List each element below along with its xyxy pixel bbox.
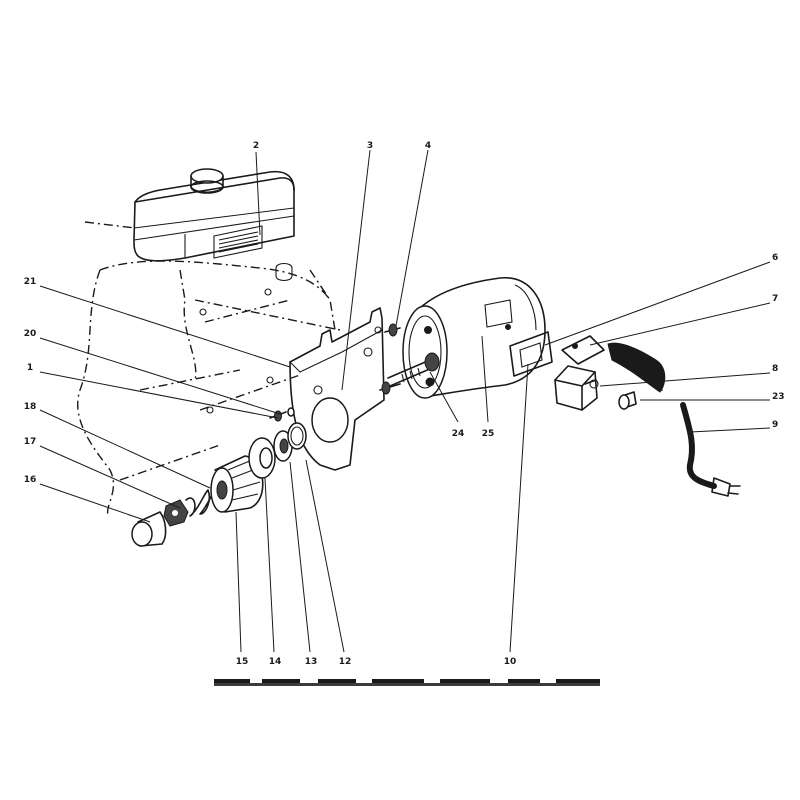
callout-20: 20	[24, 329, 37, 339]
callout-3: 3	[367, 141, 373, 151]
starter-motor	[402, 277, 546, 399]
fuel-tank	[133, 168, 295, 262]
motor-shaft	[387, 352, 440, 387]
callout-17: 17	[24, 437, 37, 447]
nut	[163, 499, 189, 527]
retaining-ring	[287, 422, 307, 450]
callout-10: 10	[504, 657, 517, 667]
cap	[131, 511, 167, 547]
callout-6: 6	[772, 253, 778, 263]
callout-25: 25	[482, 429, 495, 439]
callout-9: 9	[772, 420, 778, 430]
callout-23: 23	[772, 392, 785, 402]
callout-7: 7	[772, 294, 778, 304]
callout-18: 18	[24, 402, 37, 412]
callout-24: 24	[452, 429, 465, 439]
callout-15: 15	[236, 657, 249, 667]
bushing	[618, 391, 637, 410]
switch-box	[554, 335, 605, 411]
leader-lines	[39, 149, 771, 653]
callout-4: 4	[425, 141, 431, 151]
screws	[269, 323, 401, 422]
callout-8: 8	[772, 364, 778, 374]
callout-21: 21	[24, 277, 37, 287]
callout-labels: 2 3 4 6 7 21 20 1 18 17 16 8 23 9 24 25 …	[24, 141, 785, 667]
drive-assembly	[131, 422, 307, 547]
spring	[185, 487, 217, 517]
callout-12: 12	[339, 657, 352, 667]
power-cord	[607, 342, 741, 497]
callout-16: 16	[24, 475, 37, 485]
thrust-washer	[248, 437, 276, 479]
caption-fragment	[214, 679, 600, 686]
callout-14: 14	[269, 657, 282, 667]
callout-2: 2	[253, 141, 259, 151]
gasket	[509, 331, 553, 377]
engine-outline	[77, 221, 341, 516]
tank-decal	[213, 225, 263, 259]
callout-1: 1	[27, 363, 33, 373]
callout-13: 13	[305, 657, 318, 667]
mounting-bracket	[289, 307, 385, 471]
